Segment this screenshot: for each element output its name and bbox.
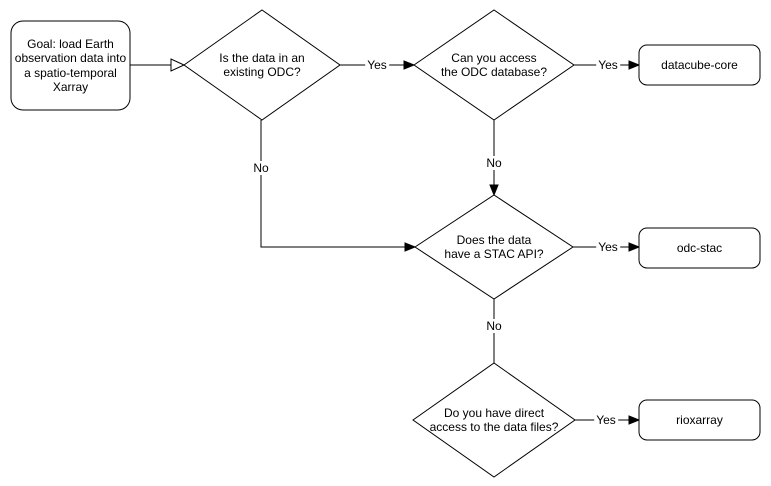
edge-label-yes-direct-access: Yes — [594, 413, 618, 427]
decision-existing-odc-shape — [183, 9, 341, 121]
edge-label-no-existing-odc: No — [251, 161, 271, 175]
decision-direct-access-label: Do you have direct access to the data fi… — [429, 405, 559, 434]
decision-access-db-label: Can you access the ODC database? — [440, 50, 548, 79]
filled-arrowhead-icon — [628, 415, 641, 425]
filled-arrowhead-icon — [403, 60, 416, 70]
filled-arrowhead-icon — [628, 242, 641, 252]
result-odc-stac-shape — [638, 227, 761, 269]
open-arrowhead-icon — [170, 58, 186, 72]
decision-stac-api-shape — [414, 194, 574, 300]
decision-stac-api-label: Does the data have a STAC API? — [444, 232, 544, 261]
edge-label-no-stac-api: No — [484, 319, 504, 333]
decision-direct-access-shape — [412, 362, 576, 478]
edge-label-no-access-db: No — [484, 156, 504, 170]
result-rioxarray-shape — [638, 399, 761, 441]
result-odc-stac-label: odc-stac — [676, 240, 723, 255]
filled-arrowhead-icon — [489, 184, 499, 197]
decision-access-db-shape — [413, 9, 575, 121]
decision-existing-odc-label: Is the data in an existing ODC? — [219, 50, 305, 79]
edge-label-yes-stac-api: Yes — [596, 240, 620, 254]
edge-existing-odc-no — [260, 120, 405, 248]
edge-label-yes-existing-odc: Yes — [365, 58, 389, 72]
edge-label-yes-access-db: Yes — [596, 58, 620, 72]
goal-node-shape — [10, 20, 131, 111]
filled-arrowhead-icon — [628, 60, 641, 70]
result-rioxarray-label: rioxarray — [676, 412, 723, 427]
goal-node-label: Goal: load Earth observation data into a… — [14, 37, 127, 94]
result-datacube-core-shape — [638, 44, 761, 86]
filled-arrowhead-icon — [404, 242, 417, 252]
result-datacube-core-label: datacube-core — [661, 57, 738, 72]
